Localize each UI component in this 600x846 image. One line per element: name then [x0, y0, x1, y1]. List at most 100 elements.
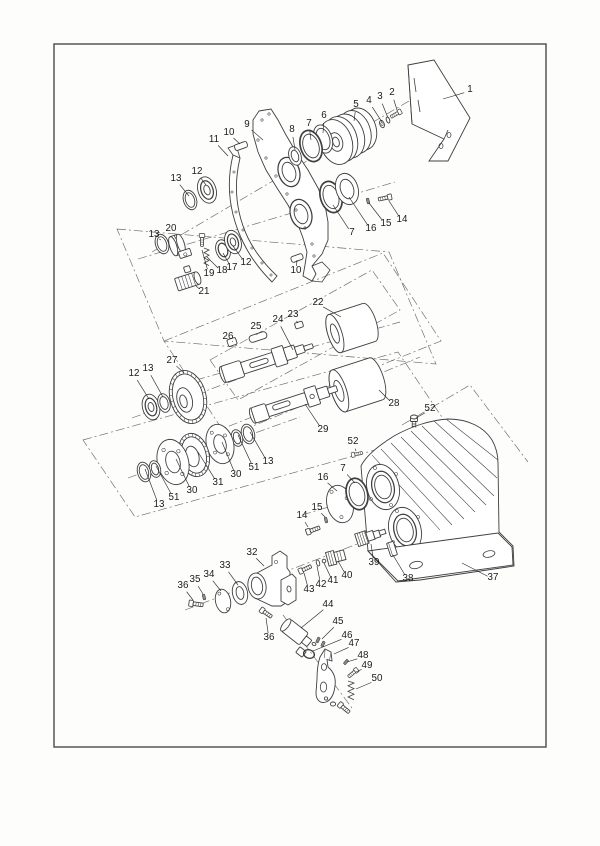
part-washer-42 — [315, 559, 321, 567]
part-label-1: 1 — [467, 84, 472, 95]
leader-line — [337, 560, 345, 572]
leader-line — [233, 137, 241, 145]
part-label-25: 25 — [251, 321, 262, 332]
part-label-37: 37 — [488, 572, 499, 583]
part-screw-36b — [258, 606, 274, 620]
part-bearing-12a — [197, 176, 217, 204]
leader-line — [316, 565, 321, 581]
part-retainer-16a — [334, 172, 360, 206]
assembly-group-box — [401, 384, 529, 463]
leader-line — [415, 412, 425, 419]
part-label-44: 44 — [323, 599, 334, 610]
drawing-border-frame — [53, 43, 547, 748]
part-coupler-40 — [324, 549, 347, 567]
leader-line — [265, 617, 269, 634]
part-label-35: 35 — [190, 574, 201, 585]
part-clamp-20 — [168, 233, 192, 259]
part-plate-33 — [231, 581, 249, 605]
leader-line — [346, 474, 356, 484]
leader-line — [355, 669, 362, 673]
part-ring-13a — [182, 189, 198, 211]
leader-line — [355, 682, 372, 690]
part-label-27: 27 — [167, 355, 178, 366]
leader-line — [231, 340, 233, 342]
leader-line — [353, 111, 356, 122]
part-o-ring-46 — [302, 648, 316, 660]
part-label-34: 34 — [204, 569, 215, 580]
part-label-42: 42 — [316, 579, 327, 590]
part-spring-18 — [203, 247, 210, 266]
part-label-3: 3 — [377, 91, 383, 102]
part-lever-plate-47 — [315, 648, 337, 707]
leader-line — [332, 204, 349, 230]
leader-line — [150, 375, 164, 398]
leader-line — [321, 513, 326, 518]
leader-line — [368, 202, 383, 221]
part-pin-15b — [323, 516, 329, 524]
part-bolt-52b — [350, 450, 364, 458]
part-label-7: 7 — [349, 227, 354, 238]
part-label-6: 6 — [321, 110, 327, 121]
part-label-46: 46 — [342, 630, 353, 641]
leader-line — [442, 92, 465, 100]
leader-line — [346, 658, 358, 663]
leader-line — [381, 103, 389, 119]
part-screw-2 — [389, 108, 403, 120]
part-label-8: 8 — [289, 124, 295, 135]
leader-line — [206, 256, 218, 268]
part-label-13: 13 — [154, 499, 165, 510]
leader-line — [461, 562, 488, 577]
leader-line — [323, 306, 342, 318]
part-label-13: 13 — [149, 229, 160, 240]
part-seal-ring-7 — [299, 129, 323, 163]
part-key-10b — [290, 253, 304, 263]
assembly-group-box — [209, 269, 401, 401]
part-label-12: 12 — [192, 166, 203, 177]
assembly-group-box — [82, 351, 451, 518]
leader-line — [370, 543, 374, 559]
part-screw-36a — [188, 599, 204, 609]
leader-line — [228, 571, 239, 586]
part-label-47: 47 — [349, 638, 360, 649]
leader-line — [371, 106, 383, 123]
part-label-36: 36 — [264, 632, 275, 643]
part-ring-13b — [154, 233, 170, 255]
leader-line — [197, 585, 204, 595]
part-screw-49 — [346, 666, 360, 680]
part-roller-22 — [325, 302, 379, 354]
leader-line — [378, 389, 390, 401]
part-label-12: 12 — [129, 368, 140, 379]
center-line — [242, 356, 421, 431]
part-washer-3 — [385, 116, 391, 124]
leader-line — [221, 441, 235, 471]
part-label-22: 22 — [313, 297, 324, 308]
part-label-13: 13 — [171, 173, 182, 184]
leader-line — [173, 235, 177, 240]
leader-line — [388, 200, 400, 217]
leader-line — [222, 252, 230, 264]
part-ring-51a — [230, 429, 244, 447]
leader-line — [249, 431, 266, 458]
part-label-21: 21 — [199, 286, 210, 297]
part-belt-guard — [407, 59, 471, 162]
leader-line — [303, 572, 308, 586]
part-key-23 — [294, 320, 304, 330]
part-screw-19 — [198, 233, 206, 247]
parts-artwork — [136, 59, 515, 715]
leader-line — [159, 238, 162, 241]
leader-line — [333, 647, 349, 655]
part-label-17: 17 — [227, 262, 238, 273]
part-label-48: 48 — [358, 650, 369, 661]
leader-line — [197, 451, 216, 480]
leader-line — [217, 145, 229, 157]
leader-line — [304, 403, 320, 427]
part-label-20: 20 — [166, 223, 177, 234]
leader-line — [186, 591, 194, 601]
part-label-28: 28 — [389, 398, 400, 409]
part-key-26 — [226, 337, 238, 347]
part-ring-8 — [288, 146, 302, 166]
part-label-11: 11 — [209, 134, 219, 145]
part-label-18: 18 — [217, 265, 228, 276]
